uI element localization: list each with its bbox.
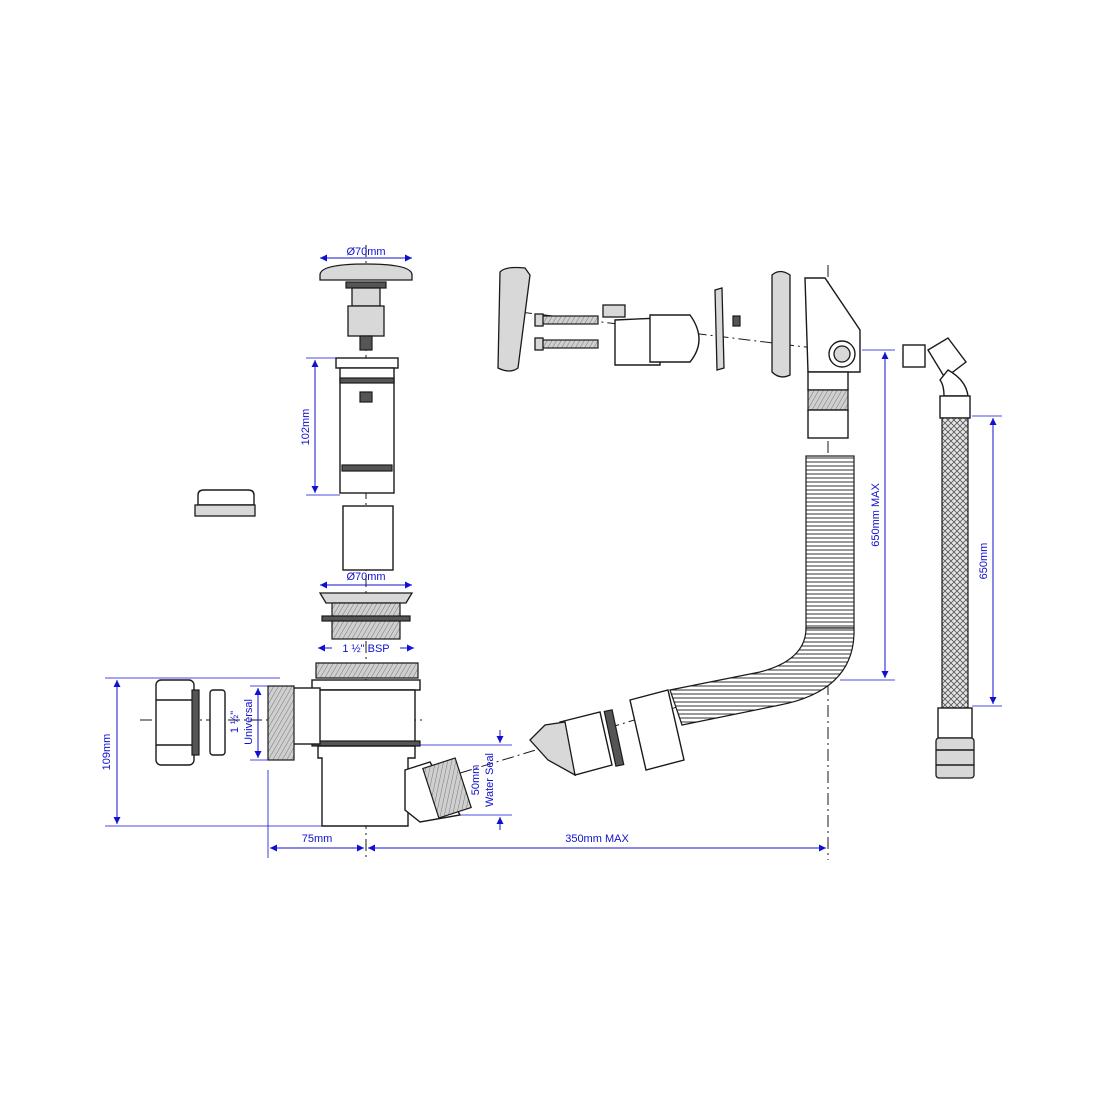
outlet-size-label-2: Universal — [243, 699, 255, 745]
plug-cap — [319, 263, 413, 351]
height-label: 109mm — [101, 734, 113, 771]
waste-body-tube — [335, 357, 399, 494]
sleeve — [342, 505, 394, 571]
waste-flange — [311, 592, 421, 691]
dimensions — [105, 254, 1002, 858]
outlet-nut-and-washers — [155, 679, 226, 766]
thread-size-label: 1 ½" BSP — [342, 643, 389, 655]
flexible-overflow-hose — [529, 455, 855, 777]
overflow-hose-length-label: 650mm MAX — [870, 483, 882, 547]
plug-diameter-label: Ø70mm — [346, 246, 385, 258]
water-seal-label-2: Water Seal — [484, 753, 496, 807]
trap-body — [267, 685, 472, 827]
reach-label: 350mm MAX — [565, 833, 629, 845]
body-length-label: 102mm — [300, 409, 312, 446]
outlet-size-label-1: 1 ½" — [229, 711, 241, 733]
braided-fill-hose — [902, 337, 975, 779]
fill-hose-length-label: 650mm — [978, 543, 990, 580]
water-seal-label-1: 50mm — [470, 765, 482, 796]
offset-label: 75mm — [302, 833, 333, 845]
overflow-parts — [497, 266, 861, 439]
flange-diameter-label: Ø70mm — [346, 571, 385, 583]
blanking-cap — [194, 489, 256, 517]
